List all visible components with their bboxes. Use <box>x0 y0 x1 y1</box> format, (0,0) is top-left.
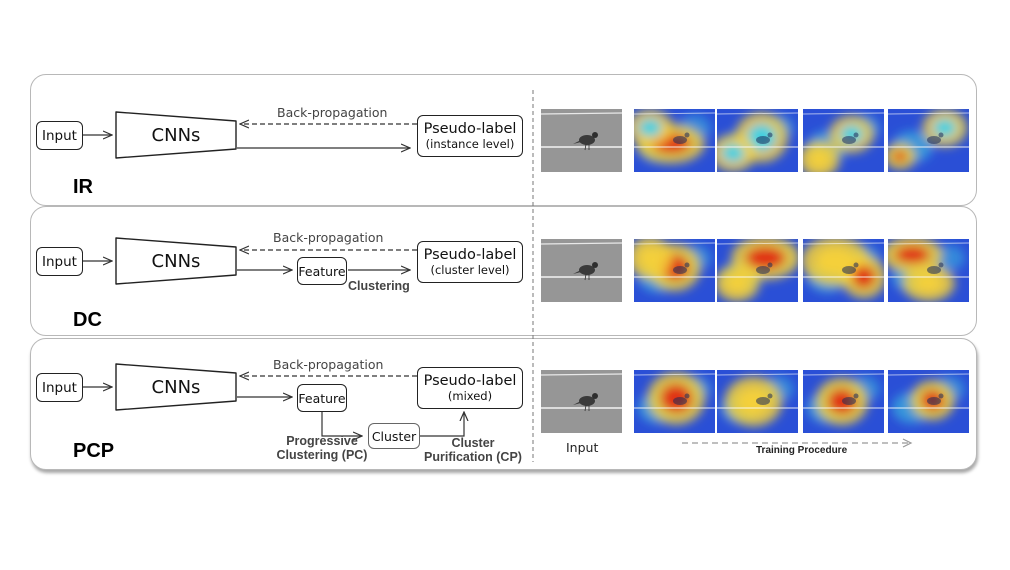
pcp-pc-label-line1: Progressive <box>286 434 358 448</box>
pcp-cp-arrow <box>419 412 464 437</box>
attention-heatmap <box>634 109 715 172</box>
ir-input-box: Input <box>36 121 83 150</box>
attention-heatmap <box>717 370 798 433</box>
attention-heatmap <box>634 370 715 433</box>
dc-pseudo-label: Pseudo-label <box>423 247 517 264</box>
ir-pseudo-label: Pseudo-label <box>423 121 517 138</box>
pcp-input-box: Input <box>36 373 83 402</box>
pcp-cnn-block: CNNs <box>115 363 237 411</box>
dc-input-box: Input <box>36 247 83 276</box>
ir-cnn-label: CNNs <box>151 124 201 146</box>
attention-heatmap <box>888 109 969 172</box>
dc-pseudo-label-box: Pseudo-label (cluster level) <box>417 241 523 283</box>
input-photo <box>541 239 622 302</box>
attention-heatmap <box>888 370 969 433</box>
attention-heatmap <box>803 109 884 172</box>
input-caption: Input <box>566 440 599 455</box>
ir-pseudo-label-box: Pseudo-label (instance level) <box>417 115 523 157</box>
pcp-method-label: PCP <box>73 440 115 462</box>
attention-heatmap <box>717 239 798 302</box>
dc-cnn-block: CNNs <box>115 237 237 285</box>
dc-cnn-label: CNNs <box>151 250 201 272</box>
pcp-pc-label-line2: Clustering (PC) <box>276 448 368 463</box>
dc-backprop-label: Back-propagation <box>273 230 384 245</box>
ir-method-label: IR <box>73 176 93 198</box>
attention-heatmap <box>634 239 715 302</box>
dc-feature-box: Feature <box>297 257 347 285</box>
input-photo <box>541 370 622 433</box>
pcp-feature-box: Feature <box>297 384 347 412</box>
attention-heatmap <box>803 370 884 433</box>
ir-cnn-block: CNNs <box>115 111 237 159</box>
attention-heatmap <box>717 109 798 172</box>
dc-pseudo-sub: (cluster level) <box>430 262 510 277</box>
pcp-cp-label-line2: Purification (CP) <box>424 450 522 465</box>
dc-clustering-label: Clustering <box>348 279 410 293</box>
dc-method-label: DC <box>73 309 102 331</box>
pcp-pseudo-sub: (mixed) <box>447 388 493 403</box>
pcp-pc-label: Progressive Clustering (PC) <box>272 434 372 463</box>
pcp-pc-arrow <box>321 410 362 436</box>
pcp-backprop-label: Back-propagation <box>273 357 384 372</box>
pcp-pseudo-label: Pseudo-label <box>423 373 517 390</box>
input-photo <box>541 109 622 172</box>
attention-heatmap <box>888 239 969 302</box>
pcp-cnn-label: CNNs <box>151 376 201 398</box>
ir-backprop-label: Back-propagation <box>277 105 388 120</box>
attention-heatmap <box>803 239 884 302</box>
pcp-cp-label-line1: Cluster <box>451 436 495 450</box>
pcp-cluster-box: Cluster <box>368 423 420 449</box>
pcp-cp-label: Cluster Purification (CP) <box>418 436 528 465</box>
ir-pseudo-sub: (instance level) <box>425 136 515 151</box>
pcp-pseudo-label-box: Pseudo-label (mixed) <box>417 367 523 409</box>
training-procedure-caption: Training Procedure <box>756 445 848 456</box>
